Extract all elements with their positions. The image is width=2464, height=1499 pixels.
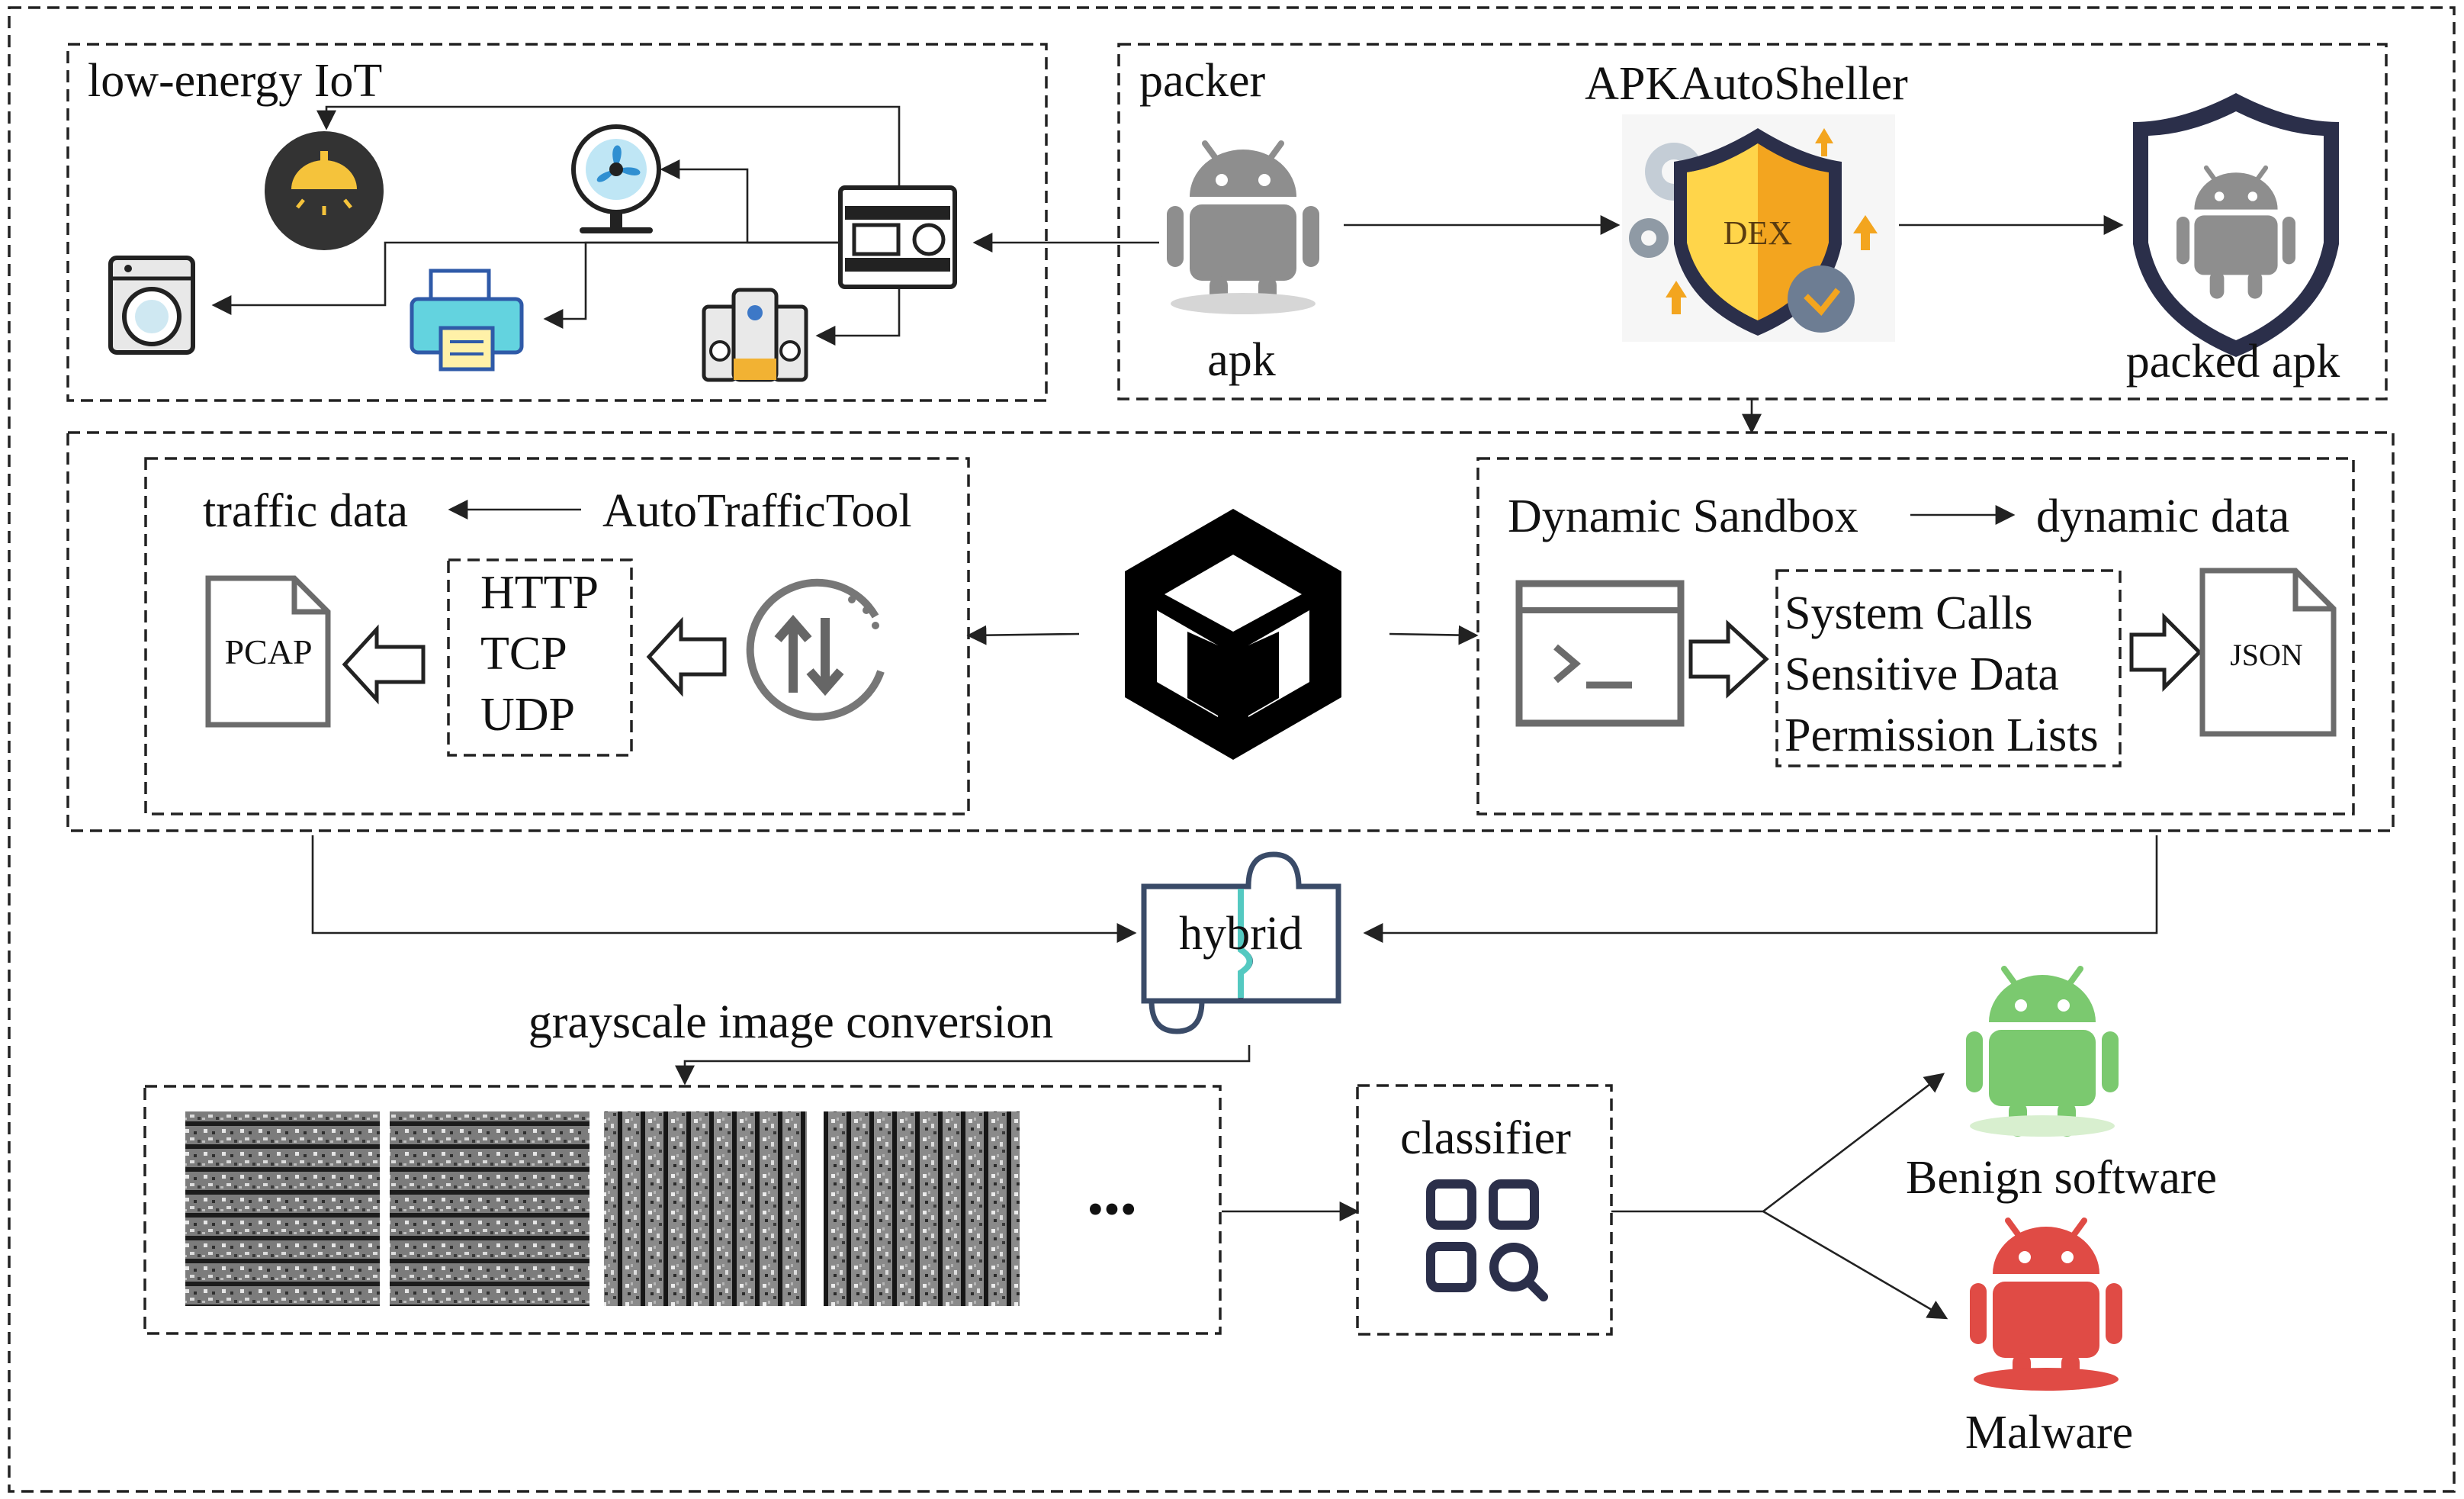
controller-icon	[838, 185, 957, 289]
dex-shield-icon: DEX	[1622, 114, 1895, 342]
benign-android-icon	[1966, 969, 2119, 1137]
packer-title: packer	[1139, 55, 1266, 107]
dynamic-data-title: dynamic data	[2036, 491, 2289, 542]
apk-label: apk	[1207, 334, 1276, 386]
json-file-icon: JSON	[2199, 568, 2337, 737]
hybrid-label: hybrid	[1179, 908, 1303, 960]
packed-apk-icon	[2133, 93, 2339, 357]
classifier-label: classifier	[1400, 1112, 1571, 1164]
hollow-arrow-right-2	[2129, 612, 2202, 693]
json-file-label: JSON	[2230, 638, 2303, 672]
codesandbox-cube-icon	[1125, 509, 1341, 760]
grayscale-image-1	[185, 1111, 380, 1306]
analysis-panel	[66, 431, 2395, 832]
packer-tool-label: APKAutoSheller	[1585, 58, 1908, 110]
classifier-panel	[1356, 1084, 1613, 1336]
speaker-icon	[702, 288, 808, 382]
traffic-capture-icon	[746, 578, 885, 721]
feature-permission-lists: Permission Lists	[1785, 709, 2099, 761]
iot-title: low-energy IoT	[88, 55, 382, 107]
lamp-icon	[265, 131, 384, 250]
protocol-http: HTTP	[480, 567, 599, 619]
more-images-ellipsis: •••	[1087, 1184, 1136, 1236]
iot-wiring	[211, 105, 901, 346]
fan-icon	[571, 124, 661, 233]
benign-label: Benign software	[1906, 1152, 2217, 1204]
packed-apk-label: packed apk	[2126, 336, 2340, 388]
classifier-grid-search-icon	[1426, 1179, 1548, 1301]
packer-arrows	[972, 215, 2124, 434]
washing-machine-icon	[108, 256, 195, 355]
outer-frame	[8, 6, 2456, 1493]
hollow-arrow-left-1	[342, 624, 426, 705]
printer-icon	[410, 269, 524, 372]
malware-label: Malware	[1965, 1407, 2133, 1459]
dex-shield-text: DEX	[1724, 214, 1792, 252]
protocol-tcp: TCP	[480, 628, 567, 680]
grayscale-image-3	[604, 1111, 807, 1306]
feature-sensitive-data: Sensitive Data	[1785, 648, 2059, 700]
grayscale-images-panel	[143, 1085, 1222, 1335]
pcap-file-label: PCAP	[224, 632, 312, 671]
feature-box	[1775, 569, 2122, 767]
feature-system-calls: System Calls	[1785, 587, 2033, 639]
sandbox-tool-label: Dynamic Sandbox	[1508, 491, 1858, 542]
protocol-udp: UDP	[480, 689, 575, 741]
terminal-icon	[1515, 580, 1685, 727]
grayscale-image-2	[390, 1111, 589, 1306]
conversion-label: grayscale image conversion	[528, 996, 1054, 1048]
traffic-tool-label: AutoTrafficTool	[602, 485, 912, 537]
apk-android-icon	[1167, 143, 1319, 311]
hybrid-flow-arrows	[311, 835, 2158, 1086]
hollow-arrow-right-1	[1688, 619, 1769, 699]
protocol-box	[447, 558, 633, 757]
hybrid-puzzle-icon	[1141, 851, 1341, 1034]
traffic-title: traffic data	[203, 485, 408, 537]
result-arrows	[1611, 1073, 1948, 1320]
grayscale-image-4	[824, 1111, 1020, 1306]
pcap-file-icon: PCAP	[205, 575, 331, 728]
hollow-arrow-left-2	[646, 616, 727, 697]
dynamic-panel	[1476, 457, 2355, 815]
malware-android-icon	[1970, 1221, 2122, 1388]
